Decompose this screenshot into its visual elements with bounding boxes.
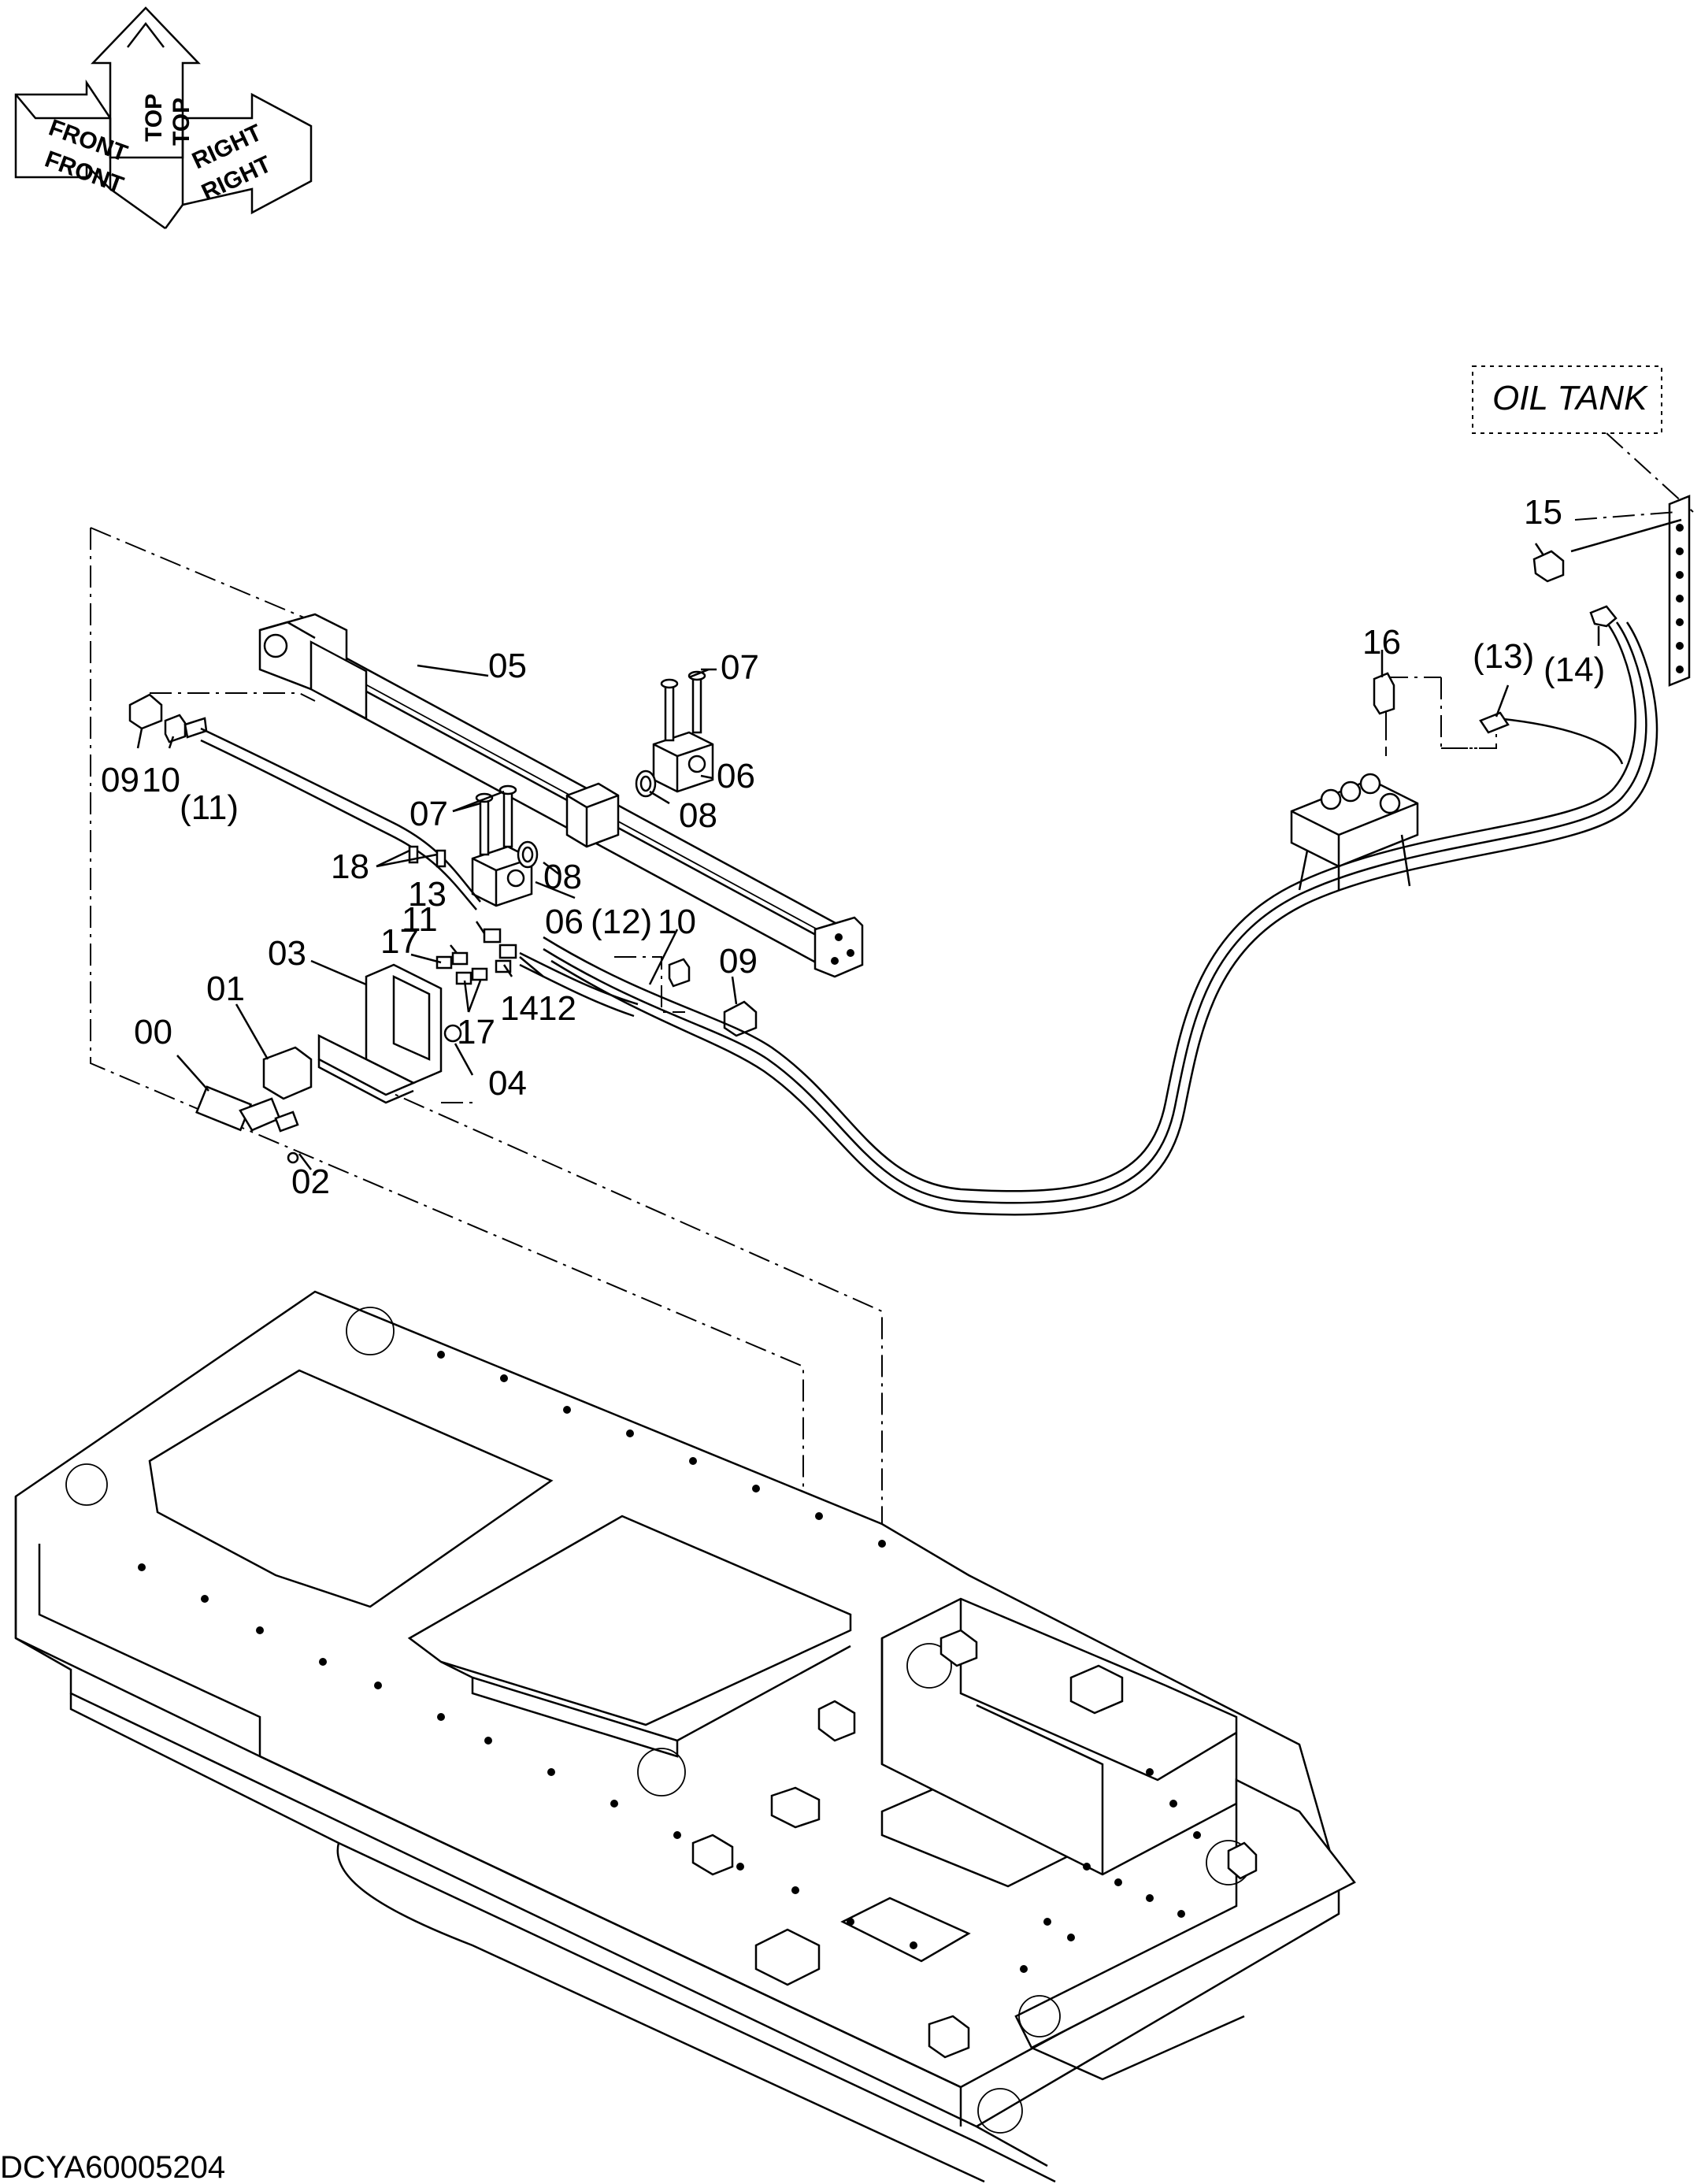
callout-12-hose: (12): [591, 903, 652, 941]
clamp-upper: [635, 670, 714, 798]
callout-04: 04: [488, 1064, 527, 1103]
callout-08-upper: 08: [679, 796, 717, 835]
callout-01: 01: [206, 970, 245, 1008]
callout-05: 05: [488, 647, 527, 685]
oil-tank-reference: OIL TANK: [1472, 365, 1694, 687]
callout-08-lower: 08: [543, 858, 582, 896]
leader-lines: [136, 518, 1682, 1170]
callout-13-hose: (13): [1473, 637, 1534, 676]
callout-06-lower: 06: [545, 903, 584, 941]
callout-17-lower: 17: [457, 1013, 495, 1051]
callout-03: 03: [268, 934, 306, 973]
orient-top-label-2: TOP: [169, 98, 195, 146]
fittings-15-14-13: [1479, 550, 1618, 734]
bracket-assembly: [195, 963, 443, 1133]
clamp-lower: [471, 784, 539, 907]
hose-12: [519, 951, 639, 1018]
callout-11: 11: [402, 900, 438, 939]
callout-16: 16: [1362, 623, 1401, 662]
callout-17-upper: 17: [380, 922, 419, 961]
callout-13: 13: [408, 875, 447, 914]
callout-06-upper: 06: [717, 757, 755, 795]
long-hose-pair: [543, 621, 1658, 1216]
callout-10-left: 10: [142, 761, 180, 799]
small-fittings: [287, 845, 517, 1164]
callout-07-upper: 07: [721, 648, 759, 687]
callout-14: 14: [500, 989, 539, 1028]
document-id: DCYA60005204: [0, 2150, 225, 2184]
callout-18: 18: [331, 847, 369, 886]
callout-09-right: 09: [719, 942, 758, 981]
callout-00: 00: [134, 1013, 172, 1051]
upper-frame: [14, 1290, 1356, 2183]
callouts: 00 01 02 03 04 05 06 06 07 07 08 08 09 0…: [101, 493, 1605, 1201]
orientation-symbol: TOP TOP FRONT FRONT RIGHT RIGHT: [14, 6, 313, 230]
callout-02: 02: [291, 1162, 330, 1201]
callout-10-right: 10: [658, 903, 696, 941]
callout-12: 12: [538, 989, 576, 1028]
hose-11: [200, 727, 481, 910]
hydraulic-cylinder: [258, 613, 864, 978]
callout-14-hose: (14): [1544, 651, 1605, 689]
oil-tank-label: OIL TANK: [1492, 379, 1648, 417]
callout-09-left: 09: [101, 761, 139, 799]
valve-block: [1290, 672, 1419, 891]
orient-top-label-1: TOP: [141, 94, 167, 142]
callout-07-lower: 07: [410, 795, 448, 833]
callout-11-hose: (11): [180, 788, 239, 827]
callout-15: 15: [1524, 493, 1562, 532]
fittings-left: [128, 693, 208, 743]
